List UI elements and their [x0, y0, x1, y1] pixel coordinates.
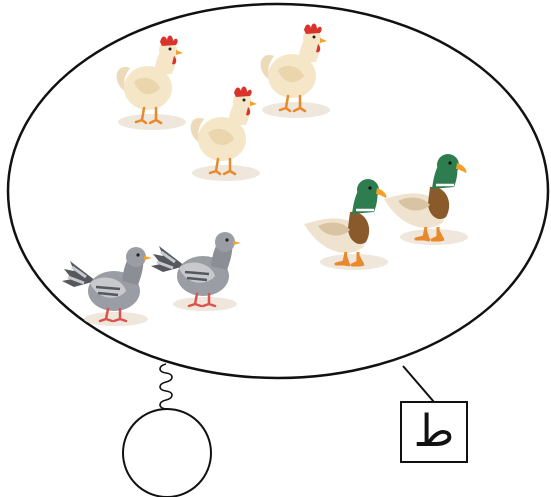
label-connector [402, 365, 435, 403]
duck-icon [302, 177, 390, 272]
answer-circle[interactable] [122, 408, 212, 497]
duck-icon [382, 152, 470, 247]
label-box [400, 401, 468, 463]
hen-icon [189, 85, 262, 183]
pigeon-icon [149, 230, 243, 313]
hen-icon [115, 34, 188, 132]
label-text: ط [414, 406, 455, 457]
spring-coil [159, 363, 173, 414]
set-ellipse [6, 2, 550, 380]
hen-icon [259, 22, 332, 120]
